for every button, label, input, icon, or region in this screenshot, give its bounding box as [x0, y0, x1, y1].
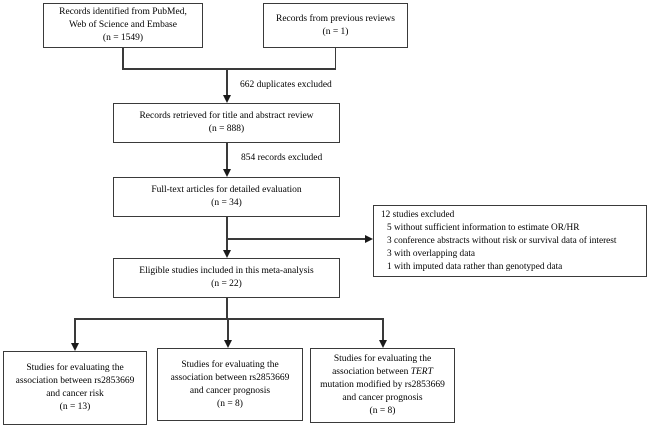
- text-line: (n = 8): [369, 406, 396, 416]
- connector-branch-middle: [227, 318, 229, 341]
- arrowhead-to-prognosis: [223, 340, 232, 348]
- box-cancer-prognosis-studies: Studies for evaluating the association b…: [157, 348, 303, 421]
- excluded-item: 1 with imputed data rather than genotype…: [387, 261, 563, 272]
- box-cancer-risk-studies: Studies for evaluating the association b…: [3, 351, 147, 425]
- connector-retrieved-down: [226, 143, 228, 171]
- text-line: and cancer risk: [46, 389, 104, 399]
- text-line: association between TERT: [332, 366, 433, 379]
- arrowhead-to-risk: [70, 343, 79, 351]
- text-line: Records retrieved for title and abstract…: [139, 111, 314, 121]
- label-duplicates-excluded: 662 duplicates excluded: [240, 80, 332, 90]
- tert-italic: TERT: [410, 367, 433, 377]
- text-line: Records from previous reviews: [276, 13, 395, 24]
- text-line: Web of Science and Embase: [69, 20, 177, 30]
- connector-merge-down: [226, 68, 228, 96]
- arrowhead-to-tert: [378, 340, 387, 348]
- box-studies-excluded: 12 studies excluded 5 without sufficient…: [373, 205, 647, 277]
- arrowhead-to-retrieved: [222, 95, 231, 103]
- text-line: association between rs2853669: [170, 372, 290, 383]
- text-line: (n = 34): [211, 198, 242, 208]
- arrowhead-to-fulltext: [222, 169, 231, 177]
- connector-fulltext-down: [226, 217, 228, 253]
- connector-to-exclusion: [227, 238, 366, 240]
- text-line: (n = 22): [211, 279, 242, 289]
- text-span: association between: [332, 367, 411, 377]
- connector-merge-horizontal: [122, 68, 337, 70]
- box-records-identified: Records identified from PubMed, Web of S…: [43, 3, 203, 48]
- text-line: (n = 8): [217, 398, 243, 409]
- connector-identified-down: [122, 48, 124, 69]
- box-eligible-studies: Eligible studies included in this meta-a…: [113, 258, 340, 298]
- connector-branch-left: [74, 318, 76, 344]
- text-line: (n = 888): [208, 124, 245, 134]
- arrowhead-to-exclusion: [365, 234, 373, 243]
- box-records-retrieved: Records retrieved for title and abstract…: [113, 103, 340, 143]
- arrowhead-to-eligible: [222, 250, 231, 258]
- connector-branch-horizontal: [74, 318, 384, 320]
- text-line: Studies for evaluating the: [333, 354, 432, 364]
- text-line: Full-text articles for detailed evaluati…: [151, 185, 302, 195]
- text-line: and cancer prognosis: [189, 385, 271, 396]
- text-line: Records identified from PubMed,: [59, 7, 187, 17]
- box-records-previous-reviews: Records from previous reviews (n = 1): [263, 3, 408, 48]
- text-line: (n = 13): [59, 402, 91, 412]
- text-line: Studies for evaluating the: [181, 359, 279, 370]
- box-tert-mutation-studies: Studies for evaluating the association b…: [310, 348, 455, 423]
- box-fulltext-articles: Full-text articles for detailed evaluati…: [113, 177, 340, 217]
- excluded-item: 3 conference abstracts without risk or s…: [387, 235, 617, 246]
- text-line: mutation modified by rs2853669: [320, 380, 445, 390]
- connector-branch-right: [382, 318, 384, 341]
- excluded-item: 5 without sufficient information to esti…: [387, 222, 580, 233]
- text-line: Studies for evaluating the: [26, 363, 124, 373]
- excluded-item: 3 with overlapping data: [387, 248, 476, 259]
- text-line: association between rs2853669: [15, 376, 135, 386]
- text-line: and cancer prognosis: [342, 393, 423, 403]
- text-line: (n = 1): [322, 26, 349, 37]
- connector-eligible-down: [226, 298, 228, 319]
- label-records-excluded: 854 records excluded: [241, 153, 323, 163]
- text-line: Eligible studies included in this meta-a…: [139, 266, 314, 276]
- text-line: (n = 1549): [102, 33, 144, 43]
- connector-previous-down: [334, 48, 337, 69]
- excluded-header: 12 studies excluded: [381, 209, 455, 220]
